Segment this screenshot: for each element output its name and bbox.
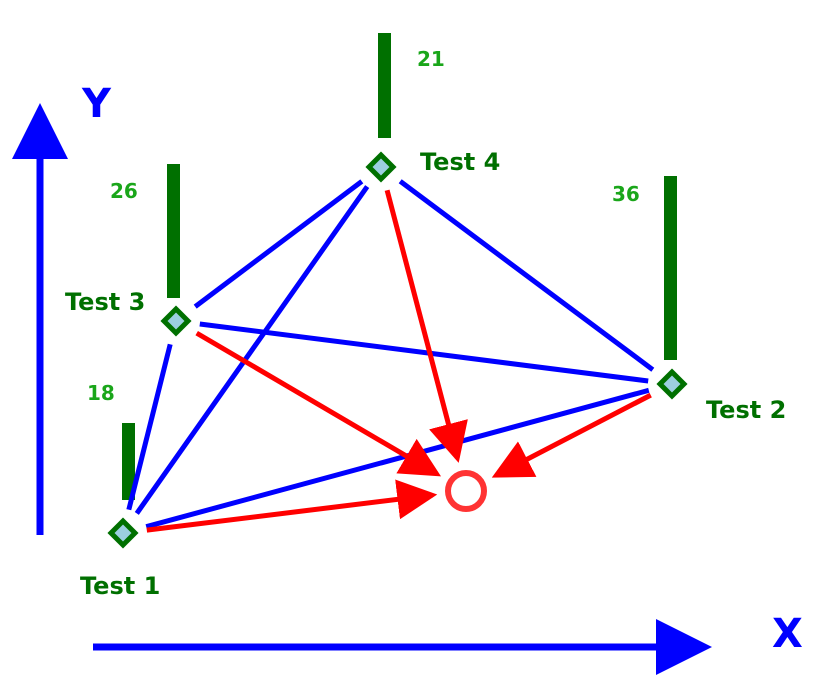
test1-node-icon [107, 517, 139, 549]
edge-test3-test4 [193, 179, 364, 309]
test4-value: 21 [417, 47, 445, 71]
edge-test1-test4 [134, 185, 370, 515]
test2-label: Test 2 [706, 396, 786, 424]
value-bars [122, 33, 677, 500]
x-axis-label: X [772, 611, 803, 657]
test2-value: 36 [612, 182, 640, 206]
connection-edges [126, 179, 655, 530]
arrow-test1-to-target [146, 479, 438, 533]
test4-node-icon [365, 151, 397, 183]
edge-test1-test3 [126, 343, 173, 511]
test1-label: Test 1 [80, 572, 160, 600]
test2-node-icon [656, 368, 688, 400]
test3-node-icon [160, 305, 192, 337]
arrow-test3-to-target [195, 330, 442, 477]
test3-value-bar [167, 164, 180, 298]
target-point-icon [445, 470, 487, 512]
edge-test1-test2 [145, 387, 650, 530]
test4-value-bar [378, 33, 391, 138]
test3-label: Test 3 [65, 288, 145, 316]
test3-value: 26 [110, 179, 138, 203]
test1-value-bar [122, 423, 135, 500]
edge-test4-test2 [398, 179, 655, 372]
test1-value: 18 [87, 381, 115, 405]
arrow-test2-to-target [491, 392, 652, 478]
target-arrows [146, 189, 652, 533]
test4-label: Test 4 [420, 148, 500, 176]
test-nodes [107, 151, 688, 549]
edge-test3-test2 [199, 321, 649, 384]
y-axis-label: Y [81, 81, 112, 127]
arrow-test4-to-target [384, 189, 468, 463]
test2-value-bar [664, 176, 677, 360]
